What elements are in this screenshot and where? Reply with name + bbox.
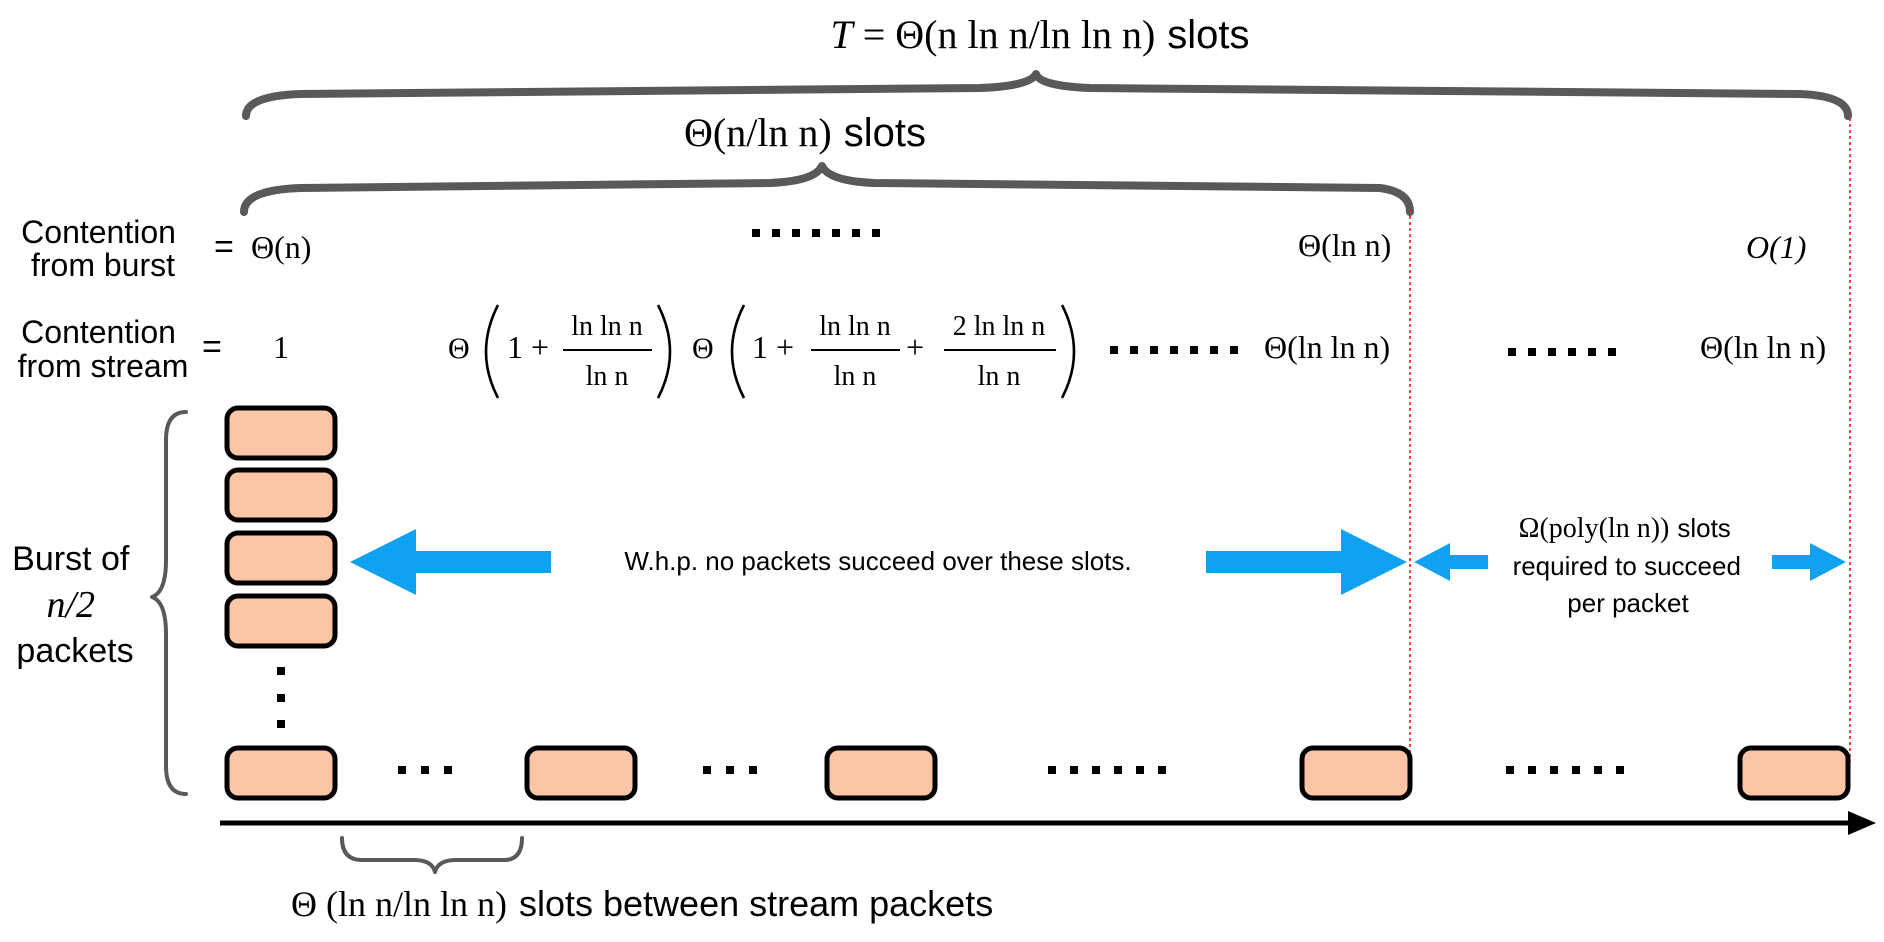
no-success-arrow-left (350, 529, 551, 595)
burst-packet (224, 593, 338, 649)
svg-text:ln ln n: ln ln n (571, 311, 643, 342)
svg-text:1 +: 1 + (752, 329, 794, 365)
stream-value-3: Θ 1 + ln ln n ln n + 2 ln ln n ln n (692, 304, 1076, 399)
burst-value-1: Θ(n) (251, 229, 311, 265)
burst-row-label: Contention from burst (21, 214, 185, 283)
top-brace-label: T = Θ(n ln n/ln ln n)slots (830, 12, 1249, 57)
burst-ellipsis (752, 229, 880, 237)
burst-row-equals: = (214, 228, 234, 266)
burst-value-3: O(1) (1746, 229, 1806, 265)
stream-gap-ellipsis (703, 766, 757, 774)
stream-packet (1737, 745, 1851, 801)
svg-text:Θ: Θ (692, 332, 714, 365)
stream-gap-brace (340, 836, 524, 874)
no-success-arrow-right (1206, 529, 1407, 595)
no-success-label: W.h.p. no packets succeed over these slo… (624, 546, 1131, 576)
svg-text:+: + (906, 329, 924, 365)
stream-row-label: Contention from stream (18, 314, 189, 384)
svg-text:2 ln ln n: 2 ln ln n (953, 311, 1046, 342)
svg-text:ln ln n: ln ln n (819, 311, 891, 342)
sub-brace-label: Θ(n/ln n)slots (684, 110, 926, 155)
svg-text:ln n: ln n (586, 361, 629, 392)
burst-packet (224, 467, 338, 523)
burst-value-2: Θ(ln n) (1298, 227, 1391, 263)
top-brace (242, 70, 1852, 120)
stream-value-2: Θ 1 + ln ln n ln n (448, 304, 672, 399)
burst-group-label: Burst of n/2 packets (12, 540, 138, 670)
svg-text:ln n: ln n (978, 361, 1021, 392)
svg-text:Θ: Θ (448, 332, 470, 365)
sub-brace (240, 162, 1414, 216)
burst-packet (224, 405, 338, 461)
stream-value-1: 1 (273, 329, 289, 365)
stream-row-equals: = (202, 328, 222, 366)
time-axis-arrowhead (1848, 811, 1876, 835)
stream-packet (1299, 745, 1413, 801)
stream-ellipsis-1 (1110, 346, 1238, 354)
stream-ellipsis-2 (1508, 348, 1616, 356)
stream-packet (824, 745, 938, 801)
svg-text:1 +: 1 + (507, 329, 549, 365)
stream-value-4: Θ(ln ln n) (1264, 329, 1390, 365)
stream-packet (224, 745, 338, 801)
svg-text:ln n: ln n (834, 361, 877, 392)
stream-value-5: Θ(ln ln n) (1700, 329, 1826, 365)
stream-gap-label: Θ (ln n/ln ln n)slots between stream pac… (291, 883, 993, 924)
burst-brace (150, 410, 188, 796)
burst-packet (224, 530, 338, 586)
stream-gap-ellipsis (1506, 766, 1624, 774)
stream-gap-ellipsis (1048, 766, 1166, 774)
burst-stack-ellipsis (277, 667, 285, 728)
required-arrow-right (1772, 543, 1846, 581)
required-label: Ω(poly(ln n))slots required to succeed p… (1513, 513, 1748, 618)
required-arrow-left (1414, 543, 1488, 581)
stream-packet (524, 745, 638, 801)
stream-gap-ellipsis (398, 766, 452, 774)
